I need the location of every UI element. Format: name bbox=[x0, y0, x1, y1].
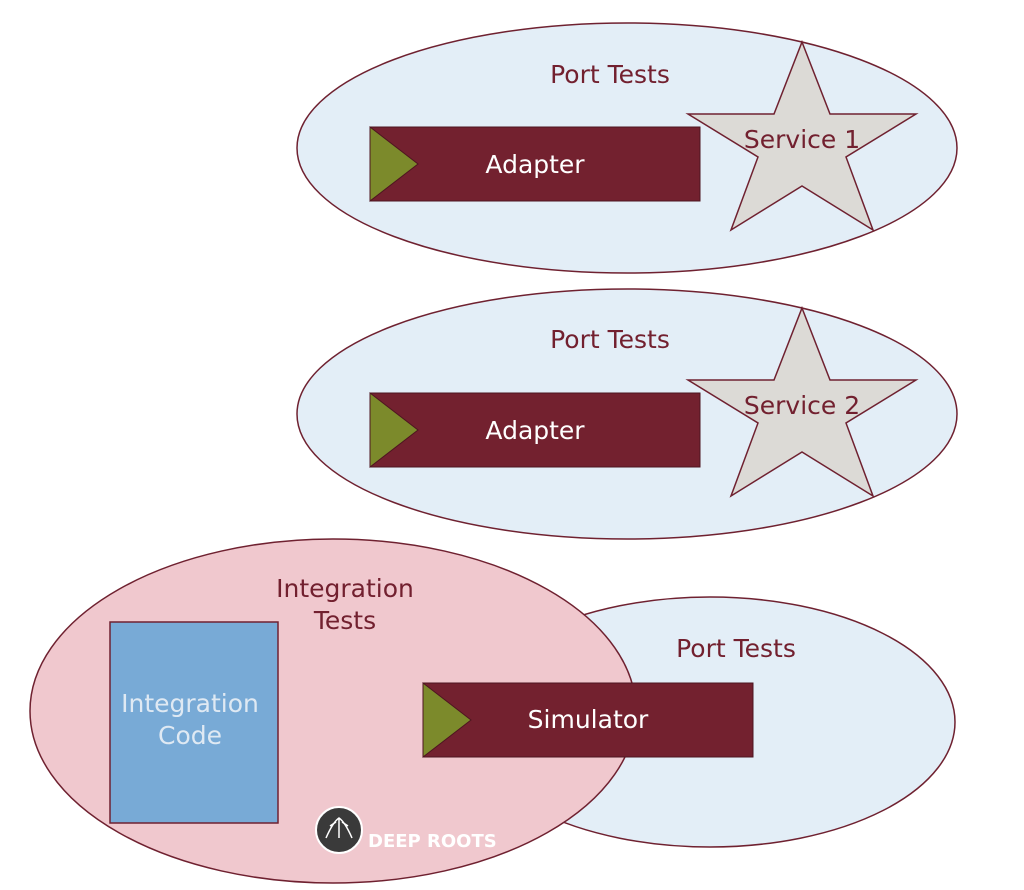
port-tests-label-1: Port Tests bbox=[550, 60, 670, 89]
service-label-1: Service 1 bbox=[744, 125, 860, 154]
simulator-box bbox=[422, 682, 754, 758]
integration-tests-label-line2: Tests bbox=[313, 606, 376, 635]
simulator-port-tests-overlay: Port Tests Simulator bbox=[422, 634, 796, 759]
deep-roots-logo-text: DEEP ROOTS bbox=[368, 831, 497, 852]
integration-code-box bbox=[109, 621, 279, 824]
port-tests-label-2: Port Tests bbox=[550, 325, 670, 354]
port-tests-label-3: Port Tests bbox=[676, 634, 796, 663]
integration-tests-label-line1: Integration bbox=[276, 574, 414, 603]
service-star-icon-2 bbox=[685, 305, 919, 498]
adapter-label-1: Adapter bbox=[485, 150, 585, 179]
integration-code-label-line2: Code bbox=[158, 721, 222, 750]
port-tests-group-1: Port Tests Adapter Service 1 bbox=[296, 22, 958, 274]
adapter-box-1 bbox=[369, 126, 701, 202]
simulator-label: Simulator bbox=[528, 705, 649, 734]
deep-roots-tree-icon bbox=[325, 817, 353, 839]
port-tests-group-2: Port Tests Adapter Service 2 bbox=[296, 288, 958, 540]
deep-roots-logo: DEEP ROOTS bbox=[315, 806, 497, 854]
service-label-2: Service 2 bbox=[744, 391, 860, 420]
adapter-arrow-icon-2 bbox=[369, 391, 419, 469]
adapter-label-2: Adapter bbox=[485, 416, 585, 445]
integration-code-label-line1: Integration bbox=[121, 689, 259, 718]
adapter-box-2 bbox=[369, 392, 701, 468]
simulator-arrow-icon bbox=[422, 681, 472, 759]
integration-tests-group: Integration Tests Integration Code DEEP … bbox=[29, 538, 637, 884]
service-star-icon-1 bbox=[685, 39, 919, 232]
adapter-arrow-icon-1 bbox=[369, 125, 419, 203]
